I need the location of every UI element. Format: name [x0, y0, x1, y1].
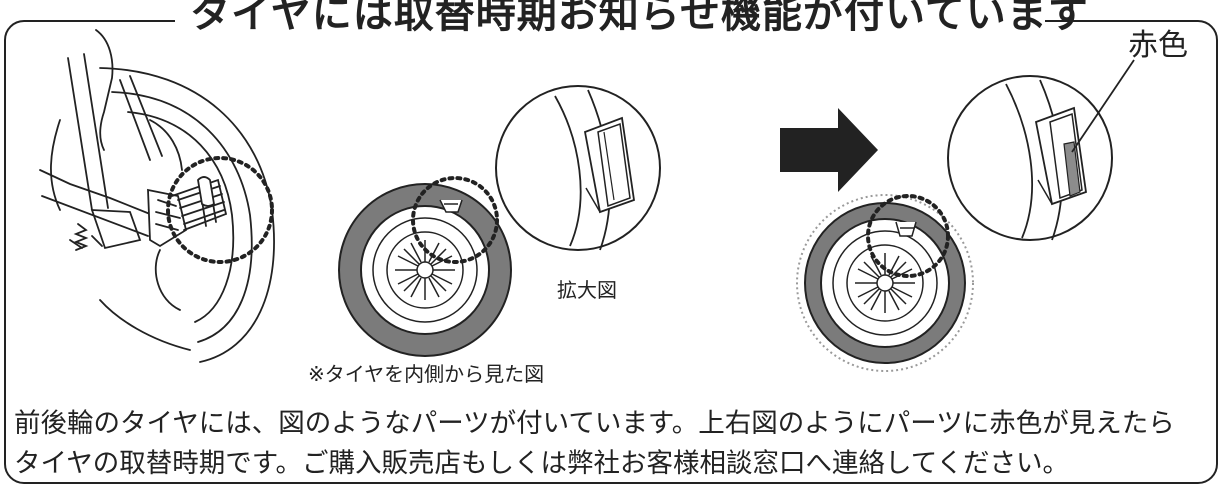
- red-indicator: [1063, 141, 1081, 197]
- enlarged-view-normal: [495, 85, 661, 251]
- tire-inside-view: [338, 183, 512, 357]
- notice-title: タイヤには取替時期お知らせ機能が付いています: [190, 0, 1089, 37]
- red-color-label: 赤色: [1128, 28, 1188, 63]
- inside-view-note: ※タイヤを内側から見た図: [308, 362, 545, 386]
- magnify-circle-inside: [411, 176, 499, 264]
- magnify-circle-worn: [866, 194, 950, 278]
- stroller-wheel-drawing: [39, 29, 275, 363]
- enlarged-view-red: [947, 59, 1135, 241]
- enlarged-view-label: 拡大図: [557, 278, 617, 302]
- right-arrow-icon: [780, 108, 878, 192]
- tire-worn-view: [796, 194, 974, 372]
- description-line-1: 前後輪のタイヤには、図のようなパーツが付いています。上右図のようにパーツに赤色が…: [14, 408, 1175, 439]
- red-label-leader-line: [1071, 59, 1135, 153]
- description-line-2: タイヤの取替時期です。ご購入販売店もしくは弊社お客様相談窓口へ連絡してください。: [14, 448, 1069, 479]
- title-background: [175, 0, 1045, 40]
- description-text: 前後輪のタイヤには、図のようなパーツが付いています。上右図のようにパーツに赤色が…: [14, 404, 1214, 484]
- magnify-circle-stroller: [166, 156, 274, 264]
